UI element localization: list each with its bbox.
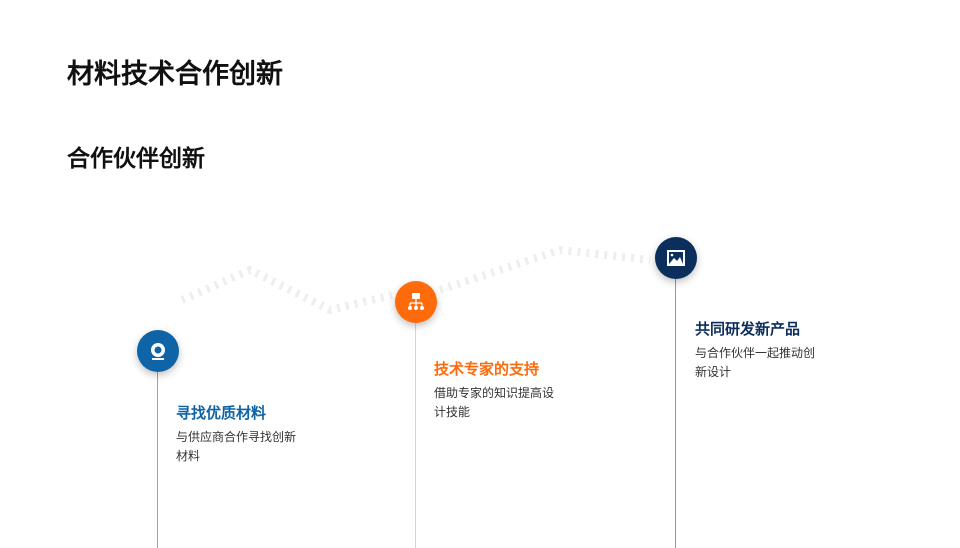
section-title: 合作伙伴创新 <box>67 146 205 172</box>
webcam-icon <box>151 343 165 360</box>
image-icon <box>667 250 685 266</box>
timeline-line-1 <box>157 372 158 548</box>
milestone-2-desc: 借助专家的知识提高设计技能 <box>434 386 555 419</box>
milestone-3-title: 共同研发新产品 <box>695 320 801 338</box>
timeline-line-2 <box>415 323 416 548</box>
page-title: 材料技术合作创新 <box>67 59 283 90</box>
milestone-1-circle <box>137 330 179 372</box>
milestone-2-title: 技术专家的支持 <box>434 360 540 378</box>
milestone-3-circle <box>655 237 697 279</box>
hierarchy-icon <box>408 293 424 310</box>
timeline-line-3 <box>675 279 676 548</box>
milestone-2-circle <box>395 281 437 323</box>
milestone-1-title: 寻找优质材料 <box>176 404 267 422</box>
milestone-3-desc: 与合作伙伴一起推动创新设计 <box>695 346 816 379</box>
milestone-1-desc: 与供应商合作寻找创新材料 <box>176 430 297 463</box>
